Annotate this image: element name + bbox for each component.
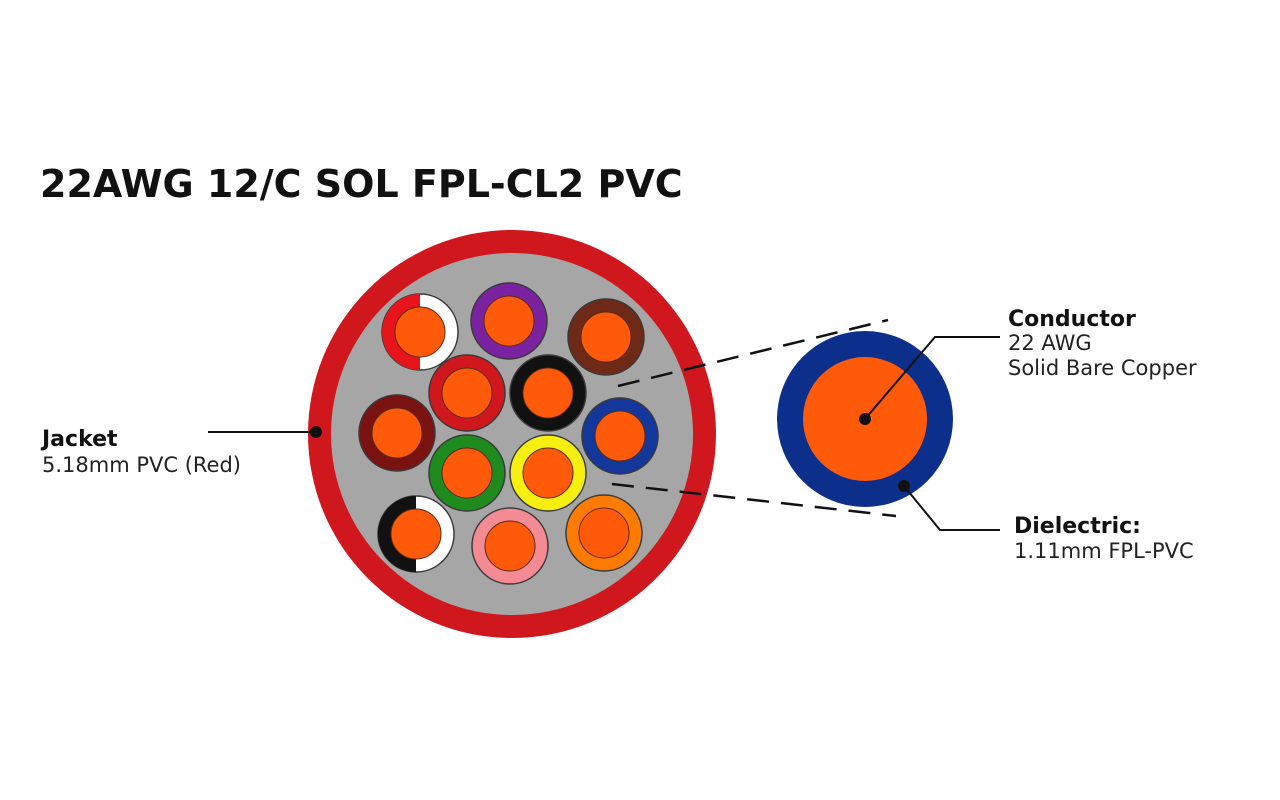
copper-core-red: [441, 367, 493, 419]
conductor-maroon: [358, 394, 436, 472]
jacket-detail: 5.18mm PVC (Red): [42, 453, 241, 477]
zoom-line-bottom: [611, 482, 897, 518]
stripe-white-red: [382, 294, 420, 370]
conductor-violet: [470, 282, 548, 360]
conductor-leader-dot: [859, 413, 871, 425]
copper-core-orange: [578, 507, 630, 559]
copper-core-pink: [484, 520, 536, 572]
conductor-black: [509, 354, 587, 432]
copper-core-blue: [594, 410, 646, 462]
diagram-title: 22AWG 12/C SOL FPL-CL2 PVC: [40, 162, 683, 206]
dielectric-detail: 1.11mm FPL-PVC: [1014, 539, 1194, 563]
conductor-orange: [565, 494, 643, 572]
conductor-brown: [567, 298, 645, 376]
conductor-heading: Conductor: [1008, 307, 1136, 332]
copper-core-yellow: [522, 447, 574, 499]
conductor-group: [358, 282, 659, 585]
conductor-white-black: [377, 495, 455, 573]
leader-lines: [208, 336, 1000, 531]
copper-core-white-black: [390, 508, 442, 560]
dielectric-leader: [903, 485, 1000, 531]
copper-core-maroon: [371, 407, 423, 459]
conductor-gauge: 22 AWG: [1008, 331, 1092, 355]
copper-core-brown: [580, 311, 632, 363]
conductor-material: Solid Bare Copper: [1008, 356, 1197, 380]
cable-cross-section: [308, 230, 716, 638]
copper-core-violet: [483, 295, 535, 347]
copper-core-white-red: [394, 306, 446, 358]
conductor-leader: [864, 336, 1000, 420]
copper-core-black: [522, 367, 574, 419]
jacket-leader-dot: [310, 426, 322, 438]
zoom-line-top: [617, 318, 889, 388]
stripe-white-black: [378, 496, 416, 572]
conductor-red: [428, 354, 506, 432]
conductor-white-red: [381, 293, 459, 371]
jacket-heading: Jacket: [40, 427, 118, 452]
dielectric-leader-dot: [898, 480, 910, 492]
dielectric-heading: Dielectric:: [1014, 514, 1141, 539]
conductor-blue: [581, 397, 659, 475]
conductor-pink: [471, 507, 549, 585]
copper-core-green: [441, 447, 493, 499]
conductor-green: [428, 434, 506, 512]
conductor-yellow: [509, 434, 587, 512]
